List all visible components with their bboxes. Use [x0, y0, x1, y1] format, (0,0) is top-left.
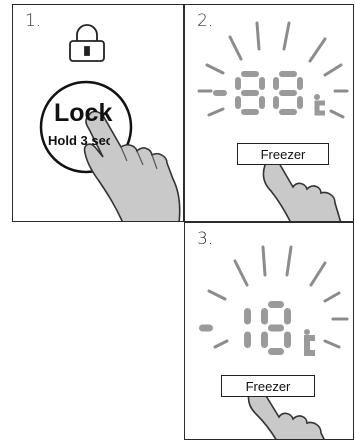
display-illustration — [185, 5, 354, 222]
digit-segment — [235, 96, 241, 109]
step-1-panel: 1. Lock Hold 3 sec. — [12, 4, 184, 222]
celsius-icon — [307, 338, 315, 353]
hold-instruction: Hold 3 sec. — [48, 133, 110, 148]
lock-icon — [70, 25, 104, 61]
freezer-button[interactable]: Freezer — [237, 143, 329, 165]
digit-segment — [284, 332, 291, 349]
digit-segment — [241, 71, 259, 77]
celsius-icon — [314, 94, 320, 100]
digit-segment — [244, 308, 251, 325]
digit-segment — [279, 71, 297, 77]
digit-segment — [297, 96, 303, 109]
digit-segment — [244, 332, 251, 349]
digit-segment — [297, 77, 303, 90]
step-3-panel: 3. Freezer — [184, 222, 354, 440]
digit-segment — [268, 348, 284, 355]
minus-sign-icon — [199, 325, 213, 332]
digit-segment — [268, 325, 284, 332]
digit-segment — [259, 77, 265, 90]
digit-segment — [284, 308, 291, 325]
digit-segment — [273, 96, 279, 109]
freezer-button[interactable]: Freezer — [221, 375, 315, 397]
segment-display — [213, 71, 325, 115]
hand-pointer-icon — [263, 159, 341, 222]
digit-segment — [235, 77, 241, 90]
digit-segment — [279, 109, 297, 115]
lock-label: Lock — [54, 99, 112, 128]
digit-segment — [261, 308, 268, 325]
celsius-icon — [317, 103, 325, 113]
digit-segment — [259, 96, 265, 109]
digit-segment — [279, 90, 297, 96]
digit-segment — [241, 90, 259, 96]
glow-rays — [209, 247, 347, 347]
celsius-icon — [304, 329, 310, 335]
digit-segment — [273, 77, 279, 90]
display-illustration — [185, 223, 354, 440]
digit-segment — [241, 109, 259, 115]
minus-sign-icon — [213, 90, 227, 96]
digit-segment — [268, 301, 284, 308]
step-2-panel: 2. Freezer — [184, 4, 354, 222]
digit-segment — [261, 332, 268, 349]
